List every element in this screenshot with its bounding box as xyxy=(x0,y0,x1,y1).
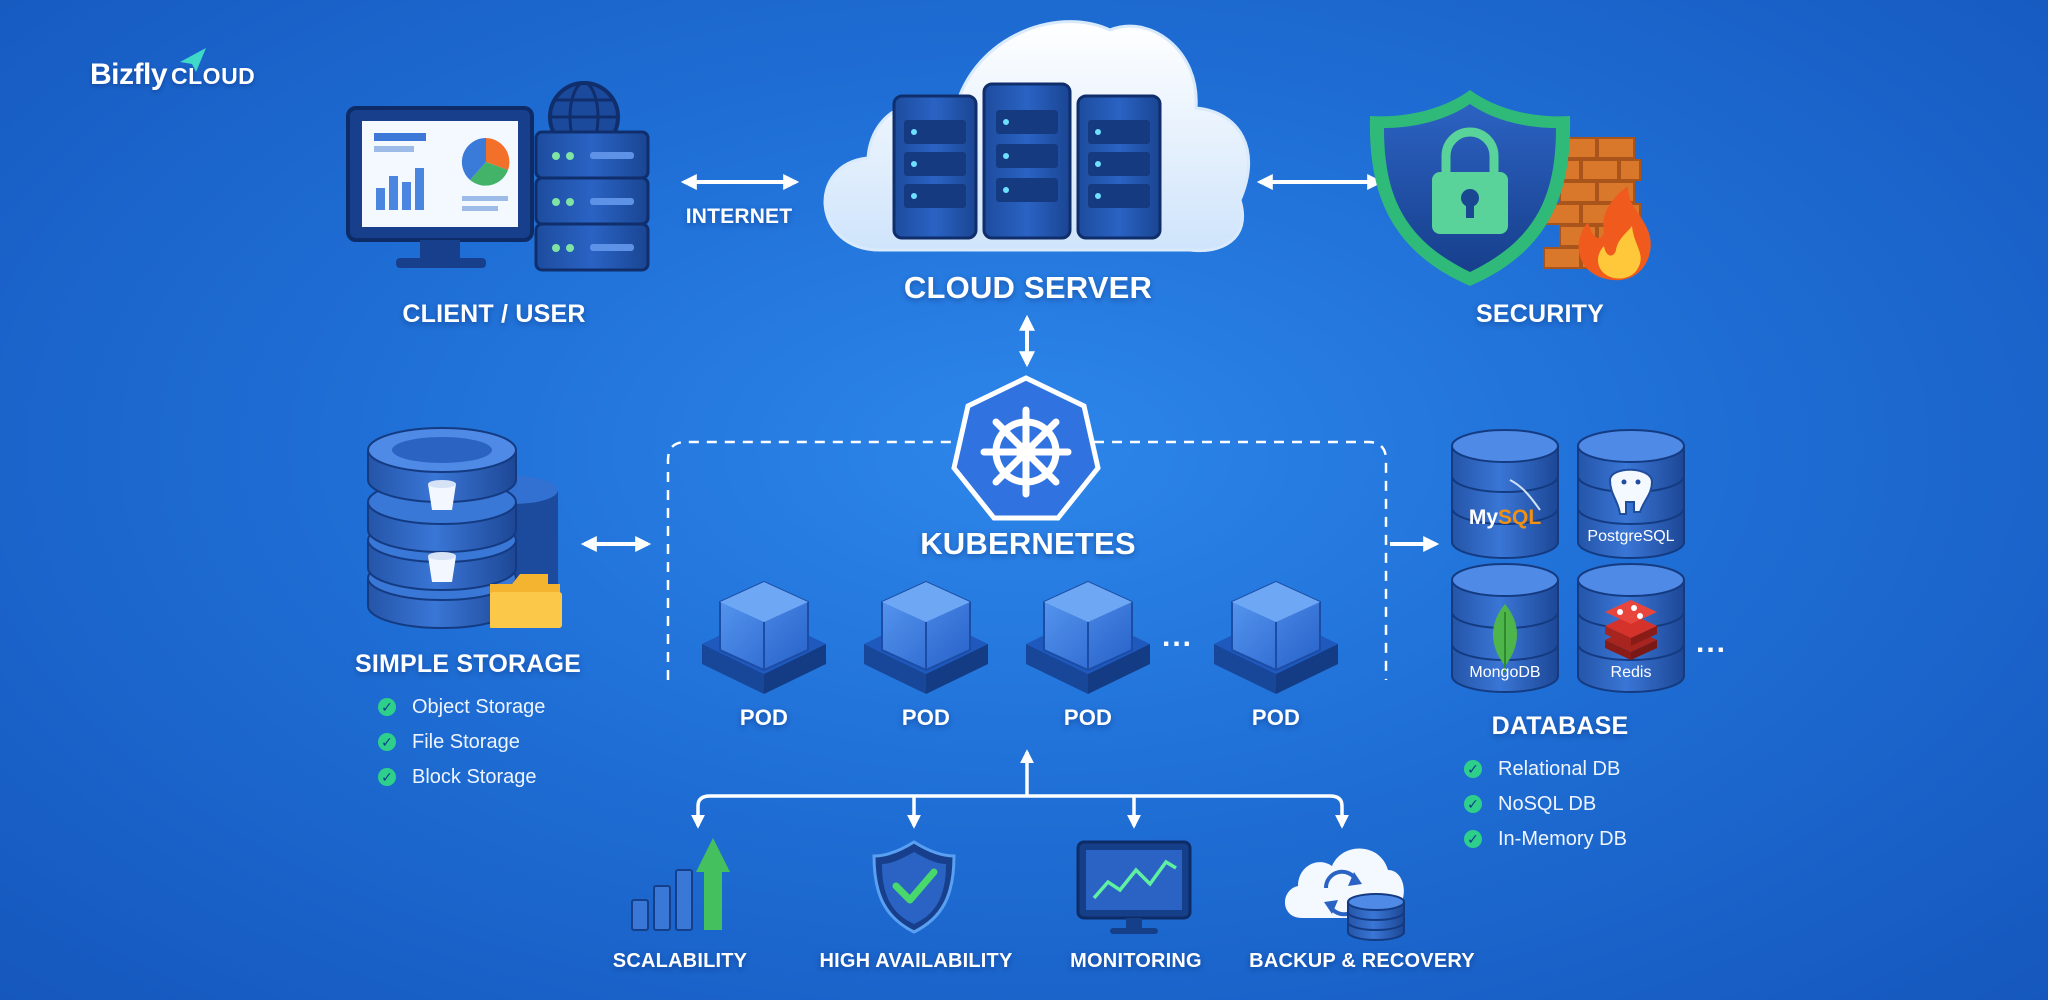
feature-label-high-availability: HIGH AVAILABILITY xyxy=(819,950,1013,972)
database-feature-item: ✓NoSQL DB xyxy=(1462,787,1627,822)
kubernetes-logo-icon xyxy=(951,375,1101,521)
client-user-label: CLIENT / USER xyxy=(402,300,586,328)
check-icon: ✓ xyxy=(378,698,396,716)
database-feature-item: ✓In-Memory DB xyxy=(1462,822,1627,857)
feature-connector xyxy=(691,749,1349,829)
mysql-label: MySQL xyxy=(1468,506,1542,529)
internet-label: INTERNET xyxy=(685,205,793,228)
storage-feature-list: ✓Object Storage ✓File Storage ✓Block Sto… xyxy=(376,690,545,795)
postgresql-database-icon xyxy=(1577,429,1685,559)
simple-storage-label: SIMPLE STORAGE xyxy=(355,650,581,678)
security-shield-icon xyxy=(1369,90,1651,286)
feature-label-monitoring: MONITORING xyxy=(1070,950,1202,972)
high-availability-shield-icon xyxy=(872,840,956,934)
brand-suffix: CLOUD xyxy=(171,63,256,89)
backup-recovery-cloud-icon xyxy=(1284,848,1405,941)
check-icon: ✓ xyxy=(378,733,396,751)
pod-label-3: POD xyxy=(1063,705,1113,730)
pod-label-4: POD xyxy=(1251,705,1301,730)
client-user-icon xyxy=(346,81,650,272)
feature-label-backup-recovery: BACKUP & RECOVERY xyxy=(1249,950,1475,972)
cloud-server-icon xyxy=(823,20,1251,253)
database-label: DATABASE xyxy=(1491,712,1629,740)
redis-database-icon xyxy=(1577,563,1685,693)
feature-label-scalability: SCALABILITY xyxy=(612,950,748,972)
database-ellipsis: ... xyxy=(1696,626,1728,659)
brand-name: Bizfly xyxy=(90,58,168,91)
postgresql-label: PostgreSQL xyxy=(1587,528,1675,545)
storage-feature-item: ✓File Storage xyxy=(376,725,545,760)
pod-cube-icon-3 xyxy=(1026,580,1150,694)
pod-cube-icon-1 xyxy=(702,580,826,694)
storage-feature-item: ✓Object Storage xyxy=(376,690,545,725)
check-icon: ✓ xyxy=(1464,830,1482,848)
redis-label: Redis xyxy=(1610,664,1652,681)
pod-label-1: POD xyxy=(739,705,789,730)
check-icon: ✓ xyxy=(378,768,396,786)
check-icon: ✓ xyxy=(1464,760,1482,778)
brand-logo-icon xyxy=(180,48,206,72)
mongodb-database-icon xyxy=(1451,563,1559,693)
database-feature-list: ✓Relational DB ✓NoSQL DB ✓In-Memory DB xyxy=(1462,752,1627,857)
simple-storage-icon xyxy=(367,427,562,629)
scalability-chart-icon xyxy=(631,838,730,931)
pod-label-2: POD xyxy=(901,705,951,730)
mysql-database-icon xyxy=(1451,429,1559,559)
database-feature-item: ✓Relational DB xyxy=(1462,752,1627,787)
storage-feature-item: ✓Block Storage xyxy=(376,760,545,795)
check-icon: ✓ xyxy=(1464,795,1482,813)
kubernetes-label: KUBERNETES xyxy=(920,526,1136,561)
cloud-server-label: CLOUD SERVER xyxy=(903,270,1153,305)
pod-ellipsis: ... xyxy=(1162,620,1194,653)
mongodb-label: MongoDB xyxy=(1469,664,1541,681)
kubernetes-cluster-boundary xyxy=(666,440,1388,680)
pod-cube-icon-2 xyxy=(864,580,988,694)
pod-cube-icon-4 xyxy=(1214,580,1338,694)
monitoring-screen-icon xyxy=(1076,840,1192,934)
security-label: SECURITY xyxy=(1475,300,1605,328)
